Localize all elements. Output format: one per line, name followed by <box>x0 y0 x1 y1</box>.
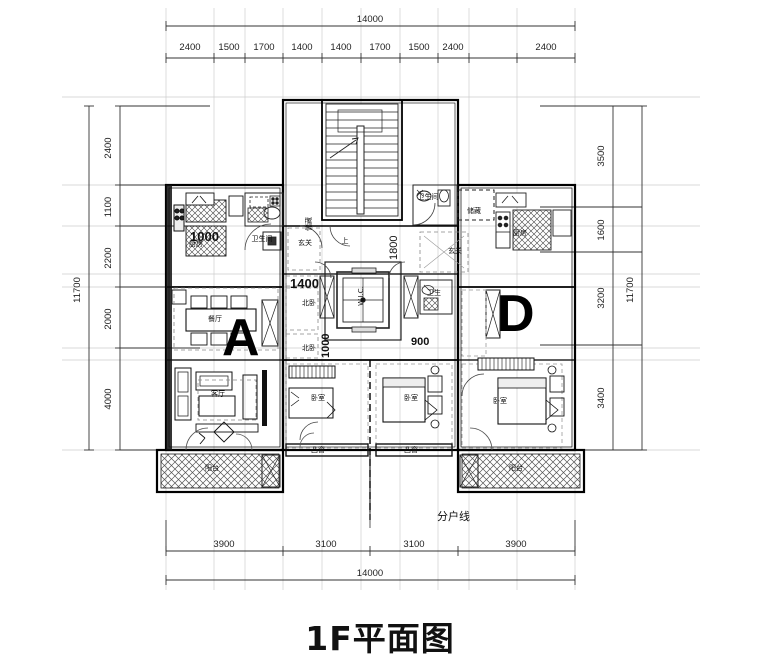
dim-bot-4: 3900 <box>505 539 526 550</box>
dim-top-5: 1400 <box>330 42 351 53</box>
service-rooms <box>244 184 572 488</box>
unit-label-d: D <box>497 285 535 343</box>
room-label: 凸窗 <box>311 445 325 454</box>
interior-dimension-labels: 1000 1400 1000 900 1800 <box>190 229 429 358</box>
dim-right-1: 3500 <box>596 145 607 166</box>
unit-a-interior <box>166 185 279 450</box>
dim-right-3: 3200 <box>596 287 607 308</box>
room-label: 上 <box>342 236 349 245</box>
dim-left-1: 2400 <box>103 137 114 158</box>
room-label: 玄关 <box>298 238 312 247</box>
dimension-bottom-labels: 3900 3100 3100 3900 14000 <box>213 539 526 579</box>
dimension-bottom <box>165 520 576 585</box>
room-label: 卧室 <box>311 393 325 402</box>
room-label: 客厅 <box>211 389 225 398</box>
dim-left-2: 1100 <box>103 197 114 217</box>
dimension-right-labels: 3500 1600 3200 3400 11700 <box>596 145 636 408</box>
bedrooms <box>285 289 565 457</box>
dim-top-overall: 14000 <box>357 14 383 25</box>
room-label: 卧室 <box>404 393 418 402</box>
dim-left-3: 2200 <box>103 247 114 268</box>
dim-right-2: 1600 <box>596 219 607 240</box>
room-label: 凸窗 <box>404 445 418 454</box>
dim-top-2: 1500 <box>218 42 239 53</box>
dim-top-9: 2400 <box>535 42 556 53</box>
dimension-right <box>540 105 647 451</box>
room-label: 北卧 <box>302 299 316 307</box>
dim-bot-overall: 14000 <box>357 568 383 579</box>
room-label: W.I.C. <box>357 286 365 306</box>
room-label: 北卧 <box>302 344 316 352</box>
door-swings <box>185 427 493 451</box>
room-label: 储藏 <box>467 206 481 215</box>
room-label: 卫生间 <box>418 192 439 201</box>
dimension-left-labels: 2400 1100 2200 2000 4000 11700 <box>72 137 114 409</box>
room-label: 储藏 <box>304 217 313 231</box>
party-line-label: 分户线 <box>437 510 470 523</box>
room-label: 卫生间 <box>252 234 273 243</box>
unit-label-a: A <box>222 309 260 367</box>
dim-left-4: 2000 <box>103 308 114 329</box>
dim-top-8: 2400 <box>442 42 463 53</box>
dimension-top <box>165 21 576 63</box>
dim-note-1000b: 1000 <box>320 334 332 358</box>
dim-top-3: 1700 <box>253 42 274 53</box>
dim-note-1400: 1400 <box>290 276 319 291</box>
room-label: 阳台 <box>205 463 219 472</box>
room-label: 厨房 <box>513 228 527 237</box>
stair-core <box>299 103 406 341</box>
room-label: 卫生 <box>427 288 441 297</box>
dim-right-4: 3400 <box>596 387 607 408</box>
dim-note-1800: 1800 <box>388 236 400 260</box>
room-labels: 厨房卫生间餐厅客厅阳台玄关储藏北卧北卧W.I.C.上卧室凸窗卧室凸窗卧室卫生间储… <box>189 192 527 472</box>
room-label: 厨房 <box>189 239 203 248</box>
dim-top-1: 2400 <box>179 42 200 53</box>
dim-right-overall: 11700 <box>625 277 636 303</box>
room-label: 玄关 <box>448 246 462 255</box>
drawing-title: 1F平面图 <box>305 619 455 658</box>
dim-bot-1: 3900 <box>213 539 234 550</box>
dimension-top-labels: 14000 2400 1500 1700 1400 1400 1700 1500… <box>179 14 556 53</box>
room-label: 餐厅 <box>208 314 222 323</box>
north-bed-zones <box>285 275 319 359</box>
dim-bot-2: 3100 <box>315 539 336 550</box>
dim-left-overall: 11700 <box>72 277 83 303</box>
dim-left-5: 4000 <box>103 388 114 409</box>
dim-note-900: 900 <box>411 336 429 348</box>
dim-note-kitchen-1000: 1000 <box>190 229 219 244</box>
dim-top-4: 1400 <box>291 42 312 53</box>
dim-top-7: 1500 <box>408 42 429 53</box>
dim-top-6: 1700 <box>369 42 390 53</box>
room-label: 卧室 <box>493 396 507 405</box>
dim-bot-3: 3100 <box>403 539 424 550</box>
room-label: 阳台 <box>509 463 523 472</box>
